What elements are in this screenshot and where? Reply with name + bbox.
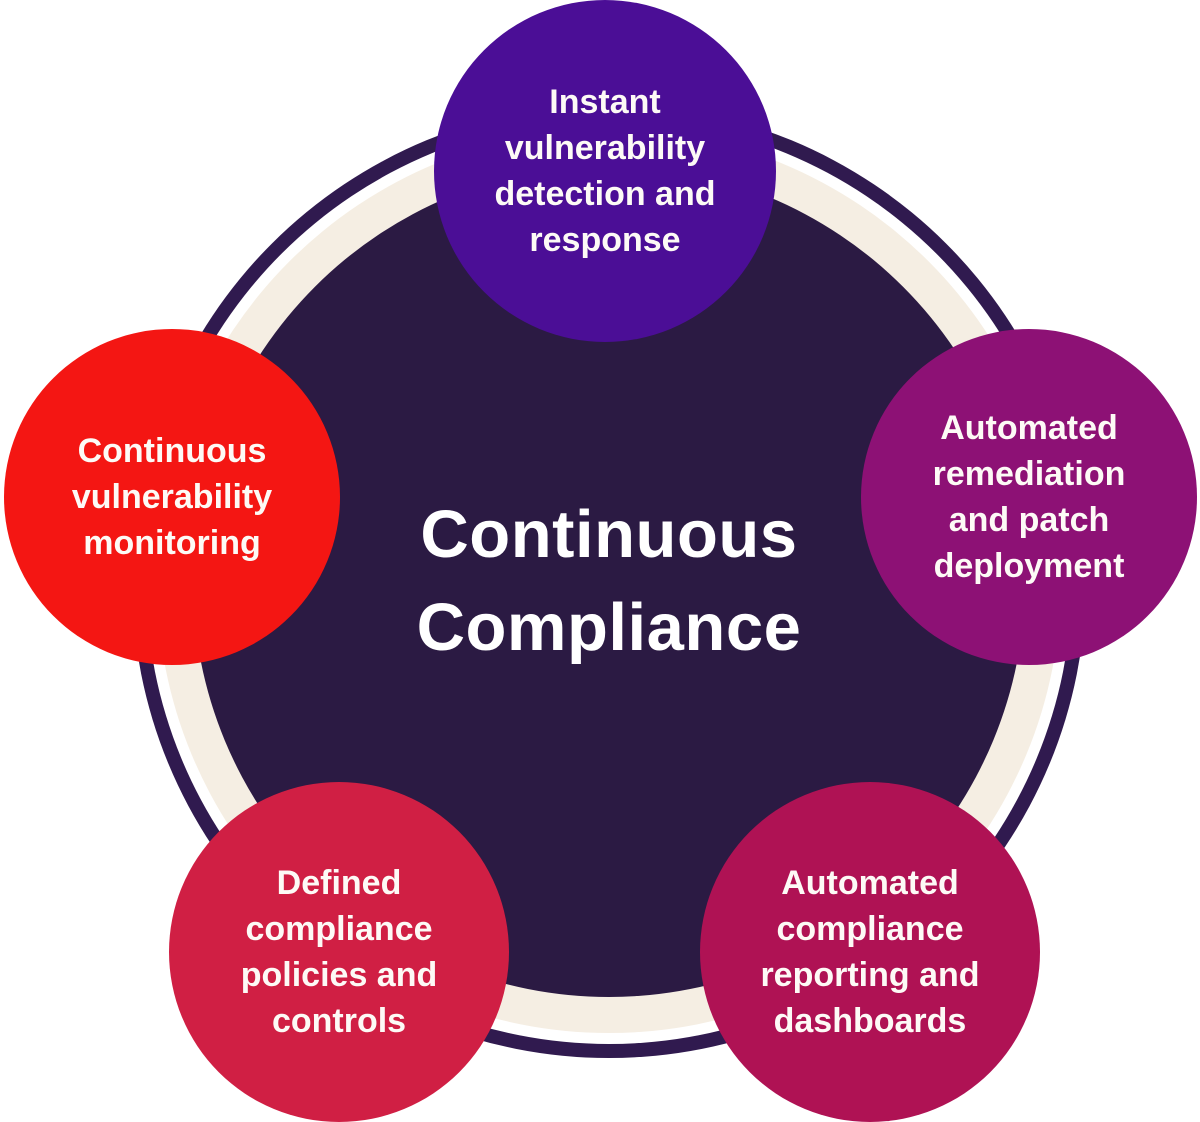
node-defined-compliance-policies-and-controls: Defined compliance policies and controls [169,782,509,1122]
node-label: Defined compliance policies and controls [240,864,438,1040]
node-automated-remediation-and-patch-deployment: Automated remediation and patch deployme… [861,329,1197,665]
node-label: Automated compliance reporting and dashb… [760,864,980,1040]
node-label: Continuous vulnerability monitoring [71,432,273,562]
node-continuous-vulnerability-monitoring: Continuous vulnerability monitoring [4,329,340,665]
node-label: Instant vulnerability detection and resp… [494,83,716,259]
node-instant-vulnerability-detection-and-response: Instant vulnerability detection and resp… [434,0,776,342]
diagram-title: Continuous Compliance [416,497,802,665]
node-automated-compliance-reporting-and-dashboards: Automated compliance reporting and dashb… [700,782,1040,1122]
node-label: Automated remediation and patch deployme… [932,409,1126,585]
